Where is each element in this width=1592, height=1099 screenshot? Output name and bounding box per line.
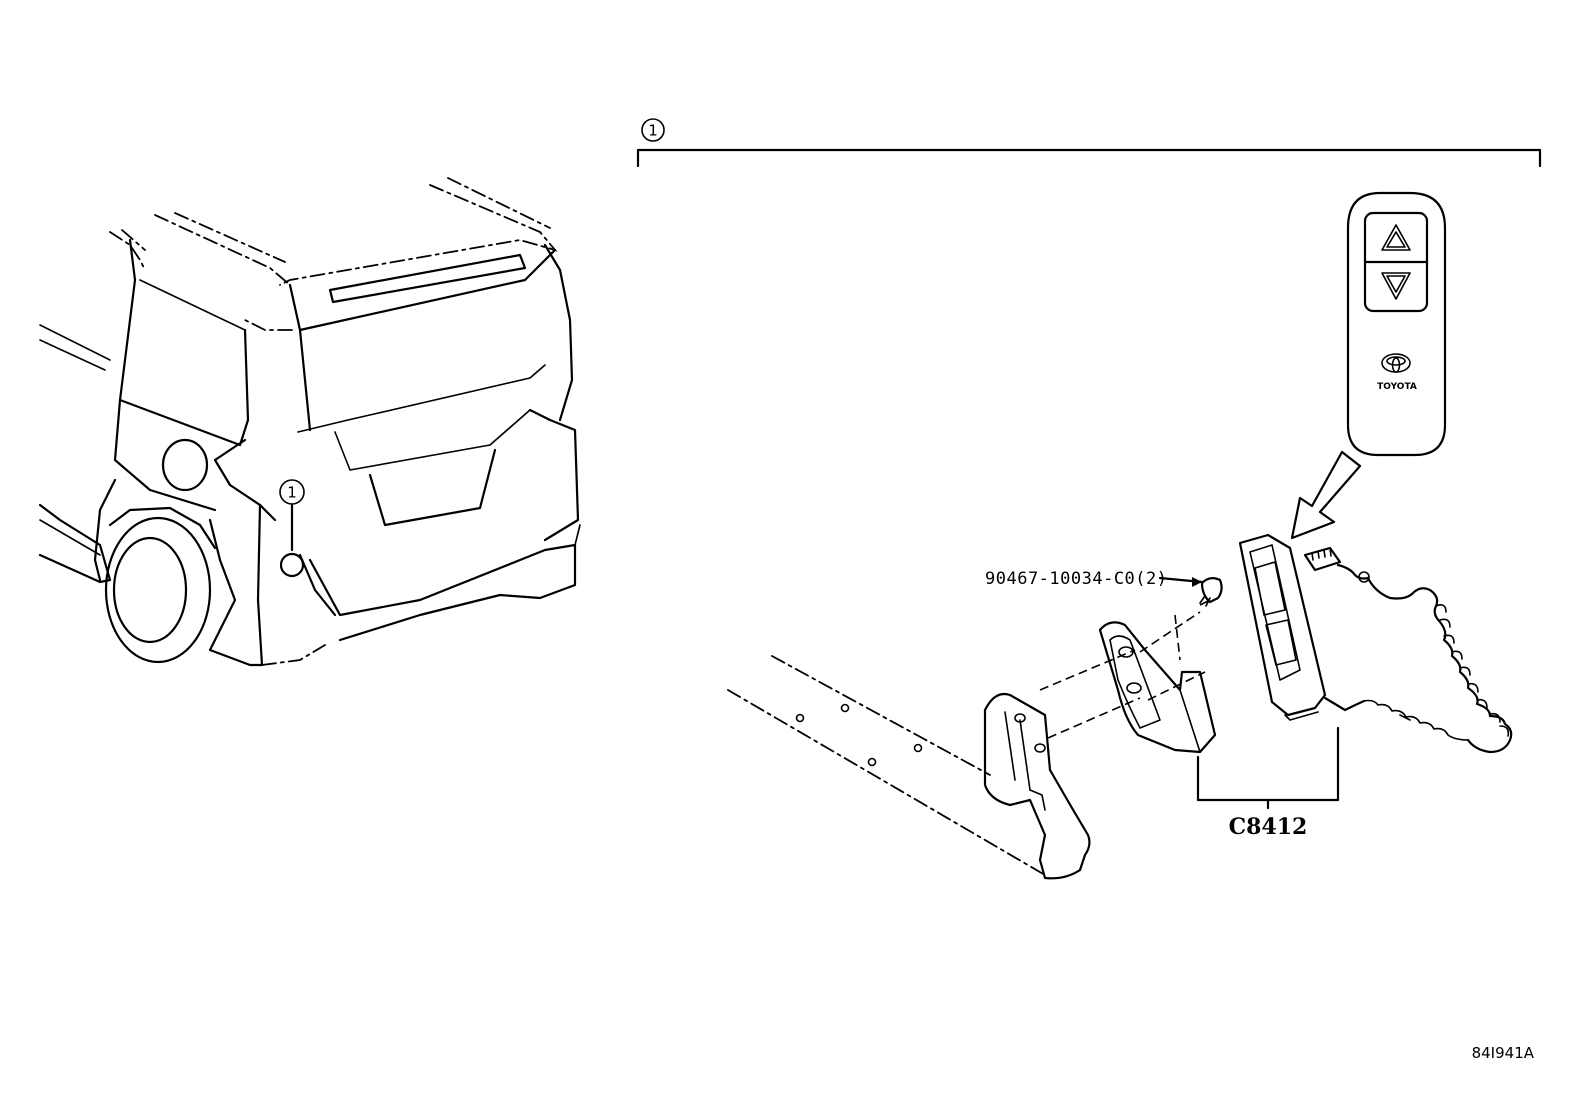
triangle-up-icon [1381, 224, 1411, 251]
vehicle-callout: 1 [279, 479, 305, 578]
remote-control-enlarged: TOYOTA [1346, 191, 1447, 457]
vehicle-rear-illustration: 1 [38, 177, 581, 667]
vehicle-callout-number: 1 [287, 484, 297, 502]
assembly-lines [1039, 599, 1211, 739]
toyota-logo-icon [1381, 353, 1411, 373]
reference-number: 84I941A [1472, 1044, 1535, 1062]
remote-brand-label: TOYOTA [1377, 382, 1417, 392]
mounting-base [983, 692, 1091, 880]
fastener-part-number: 90467-10034-C0(2) [985, 569, 1168, 589]
part-code-group: C8412 [1196, 726, 1340, 840]
remote-control-unit [1238, 533, 1513, 754]
triangle-down-icon [1381, 272, 1411, 300]
switch-location-marker [279, 552, 305, 578]
group-bracket: 1 [636, 118, 1542, 168]
part-code-label: C8412 [1229, 814, 1308, 840]
body-panel [727, 655, 1046, 876]
zoom-arrow [1290, 450, 1362, 540]
holder-bracket [1098, 621, 1217, 754]
fastener-label-group: 90467-10034-C0(2) [985, 569, 1204, 589]
group-callout-number: 1 [648, 122, 658, 140]
fastener-clip [1199, 576, 1223, 607]
